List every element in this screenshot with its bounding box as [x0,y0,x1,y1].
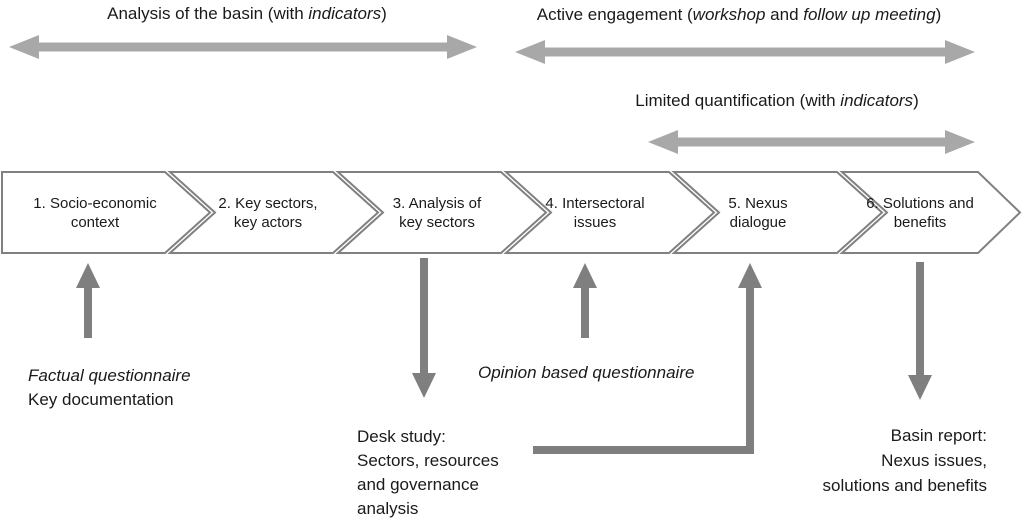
annotation-desk-study: Desk study: Sectors, resources and gover… [357,425,499,521]
phase-label-analysis-pre: Analysis of the basin (with [107,4,309,23]
step-label-solutions-and-benefits: 6. Solutions and benefits [835,172,1005,253]
step-4-line-2: issues [573,213,617,231]
opinion-questionnaire-line: Opinion based questionnaire [478,363,695,382]
phase-label-limited-quantification: Limited quantification (with indicators) [530,91,1024,111]
phase-label-quantification-italic: indicators [840,91,914,110]
phase-label-engagement-italic1: workshop [692,5,766,24]
chevron-step-1 [1,171,212,254]
step-label-key-sectors-key-actors: 2. Key sectors, key actors [183,172,353,253]
step-1-line-2: context [70,213,120,231]
step-6-line-1: 6. Solutions and [866,194,974,212]
phase-label-engagement-italic2: follow up meeting [803,5,936,24]
step-1-line-1: 1. Socio-economic [33,194,157,212]
double-arrow-active-engagement [515,40,975,64]
chevron-step-4 [503,171,716,254]
phase-label-engagement-pre: Active engagement ( [536,5,693,24]
step-label-socio-economic-context: 1. Socio-economic context [10,172,180,253]
chevron-step-2 [167,171,380,254]
annotation-opinion-questionnaire: Opinion based questionnaire [478,361,694,385]
step-label-nexus-dialogue: 5. Nexus dialogue [673,172,843,253]
step-label-analysis-of-key-sectors: 3. Analysis of key sectors [352,172,522,253]
step-4-line-1: 4. Intersectoral [545,194,645,212]
up-arrow-opinion-questionnaire [573,263,597,338]
desk-study-line-4: analysis [357,499,419,518]
chevron-step-3 [335,171,548,254]
down-arrow-desk-study [412,258,436,398]
desk-study-line-2: Sectors, resources [357,451,499,470]
chevron-step-5 [671,171,884,254]
phase-label-analysis-italic: indicators [308,4,382,23]
factual-questionnaire-line: Factual questionnaire [28,366,191,385]
step-label-intersectoral-issues: 4. Intersectoral issues [510,172,680,253]
phase-label-engagement-mid: and [765,5,804,24]
up-arrow-factual-questionnaire [76,263,100,338]
desk-study-line-3: and governance [357,475,479,494]
phase-label-analysis-post: ) [381,4,387,23]
phase-label-engagement-post: ) [935,5,942,24]
step-3-line-1: 3. Analysis of [392,194,482,212]
step-6-line-2: benefits [893,213,947,231]
basin-report-line-2: Nexus issues, [881,451,987,470]
step-3-line-2: key sectors [399,213,475,231]
phase-label-quantification-post: ) [913,91,919,110]
phase-label-analysis-of-basin: Analysis of the basin (with indicators) [0,4,494,24]
step-5-line-2: dialogue [729,213,787,231]
annotation-factual-questionnaire: Factual questionnaire Key documentation [28,364,191,412]
key-documentation-line: Key documentation [28,390,174,409]
double-arrow-limited-quantification [648,130,975,154]
phase-label-quantification-pre: Limited quantification (with [635,91,841,110]
basin-report-line-1: Basin report: [890,426,987,445]
double-arrow-analysis-of-basin [9,35,477,59]
annotation-basin-report: Basin report: Nexus issues, solutions an… [687,423,987,498]
step-2-line-1: 2. Key sectors, [218,194,318,212]
step-2-line-2: key actors [233,213,303,231]
basin-report-line-3: solutions and benefits [822,476,987,495]
down-arrow-basin-report [908,262,932,400]
phase-label-active-engagement: Active engagement (workshop and follow u… [492,5,986,25]
chevron-step-6 [839,171,1022,254]
desk-study-line-1: Desk study: [357,427,446,446]
step-5-line-1: 5. Nexus [728,194,788,212]
